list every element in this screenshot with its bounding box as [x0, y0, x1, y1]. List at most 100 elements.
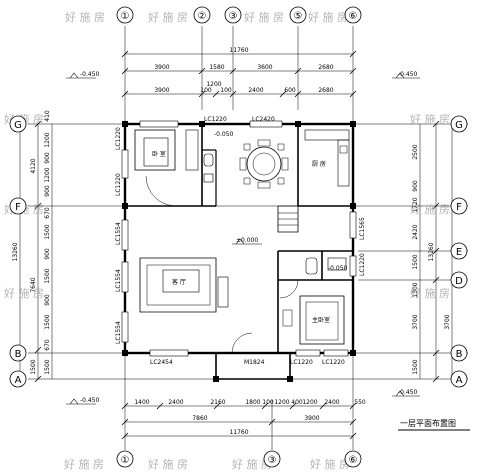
axis-right-f: F [456, 202, 462, 213]
dimension-lines [19, 53, 453, 437]
level-sw: -0.450 [80, 397, 100, 404]
axis-top-3: ③ [229, 11, 238, 22]
dim-left-f9: 1500 [44, 268, 51, 283]
opening-lc2454: LC2454 [150, 359, 173, 366]
dim-bot2-1: 7860 [192, 415, 207, 422]
axis-right-d: D [455, 276, 463, 287]
dim-right-f3: 1720 [412, 197, 419, 212]
watermark-8: 好 施 房 [410, 112, 450, 126]
watermark-11: 好 施 房 [64, 457, 104, 471]
opening-lc1220-w1: LC1220 [115, 127, 122, 150]
watermark-9: 好 施 房 [410, 202, 450, 216]
axis-left-b: B [15, 349, 22, 360]
dim-left-f2: 1200 [44, 132, 51, 147]
opening-lc1554-a: LC1554 [115, 222, 122, 245]
drawing-title: 一层平面布置图 [400, 418, 456, 428]
room-bedroom2: 主卧室 [312, 316, 330, 324]
dim-right-f5: 1500 [412, 254, 419, 269]
watermark-12: 好 施 房 [148, 457, 188, 471]
dim-top2-4: 2400 [248, 87, 263, 94]
dim-left-f5: 900 [44, 185, 51, 197]
dim-left-f13: 1500 [44, 359, 51, 374]
dim-left-f12: 670 [44, 339, 51, 351]
axis-top-5: ⑤ [294, 11, 303, 22]
opening-m1824: M1824 [244, 359, 265, 366]
axis-bubbles [9, 6, 468, 468]
dim-bot-3: 2160 [210, 399, 225, 406]
dim-top2-extra: 1200 [206, 81, 221, 88]
axis-left-a: A [15, 375, 22, 386]
watermark-14: 好 施 房 [310, 457, 350, 471]
axis-bottom-1: ① [121, 455, 130, 466]
dim-left-f8: 900 [44, 248, 51, 260]
room-kitchen: 厨 房 [312, 160, 326, 168]
axis-left-f: F [15, 202, 21, 213]
dim-bot-4: 1800 [245, 399, 260, 406]
opening-lc1220-top: LC1220 [204, 116, 227, 123]
level-markers [66, 72, 420, 405]
dim-bot-8: 1200 [302, 399, 317, 406]
dim-overall-top: 11760 [229, 47, 248, 54]
dim-right-f7: 3700 [412, 314, 419, 329]
watermark-7: 好 施 房 [308, 10, 348, 24]
dim-bot-1: 1400 [134, 399, 149, 406]
axis-right-a: A [456, 375, 463, 386]
dim-right-f8: 1500 [412, 359, 419, 374]
dim-right-f1: 2500 [412, 144, 419, 159]
axis-top-1: ① [121, 11, 130, 22]
dim-bot-6: 1200 [274, 399, 289, 406]
room-bedroom1: 卧 室 [152, 150, 166, 158]
dim-right-f6: 1300 [412, 282, 419, 297]
dim-top-4: 2680 [318, 64, 333, 71]
dim-overall-bottom: 11760 [229, 429, 248, 436]
room-living: 客 厅 [172, 278, 186, 286]
opening-lc2420-top: LC2420 [252, 116, 275, 123]
dim-left-f7: 1500 [44, 224, 51, 239]
opening-lc1554-b: LC1554 [115, 269, 122, 292]
dim-left-total: 13260 [12, 242, 19, 261]
dim-right-mid: 3700 [444, 314, 451, 329]
dim-left-f1: 410 [44, 110, 51, 122]
axis-left-g: G [14, 120, 22, 131]
dim-left-a: 4120 [30, 158, 37, 173]
level-ne: -0.450 [398, 71, 418, 78]
dim-top-1: 3900 [154, 64, 169, 71]
windows [121, 120, 357, 357]
dim-right-total: 13260 [428, 242, 435, 261]
axis-bottom-3: ③ [268, 455, 277, 466]
dim-left-f11: 1500 [44, 314, 51, 329]
dim-top-3: 3600 [257, 64, 272, 71]
level-bath2: -0.050 [328, 265, 348, 272]
opening-lc1220-w2: LC1220 [115, 173, 122, 196]
opening-lc1220-b2: LC1220 [322, 359, 345, 366]
dim-right-f2: 900 [412, 180, 419, 192]
opening-lc1565: LC1565 [359, 217, 366, 240]
opening-lc1554-c: LC1554 [115, 321, 122, 344]
dim-right-f4: 2420 [412, 224, 419, 239]
dim-left-b: 7640 [30, 277, 37, 292]
opening-lc1220-b1: LC1220 [290, 359, 313, 366]
dim-bot2-2: 3900 [304, 415, 319, 422]
dim-bot-7: 400 [291, 399, 303, 406]
level-se: -0.450 [398, 389, 418, 396]
dim-top2-2: 100 [200, 87, 212, 94]
axis-top-6: ⑥ [349, 11, 358, 22]
dim-bot-9: 2400 [324, 399, 339, 406]
dim-top2-1: 3900 [154, 87, 169, 94]
opening-lc1220-e: LC1220 [359, 253, 366, 276]
axis-right-b: B [456, 349, 463, 360]
dim-bot-10: 550 [354, 399, 366, 406]
axis-right-g: G [455, 120, 463, 131]
dim-left-f10: 900 [44, 294, 51, 306]
dim-top-2: 1580 [209, 64, 224, 71]
watermark-5: 好 施 房 [148, 10, 188, 24]
level-center: ±0.000 [236, 237, 258, 244]
dim-left-f4: 1200 [44, 167, 51, 182]
dim-left-c: 1500 [30, 359, 37, 374]
level-bath1: -0.050 [214, 131, 234, 138]
dim-left-f3: 900 [44, 152, 51, 164]
dim-top2-5: 600 [284, 87, 296, 94]
watermark-4: 好 施 房 [65, 10, 105, 24]
